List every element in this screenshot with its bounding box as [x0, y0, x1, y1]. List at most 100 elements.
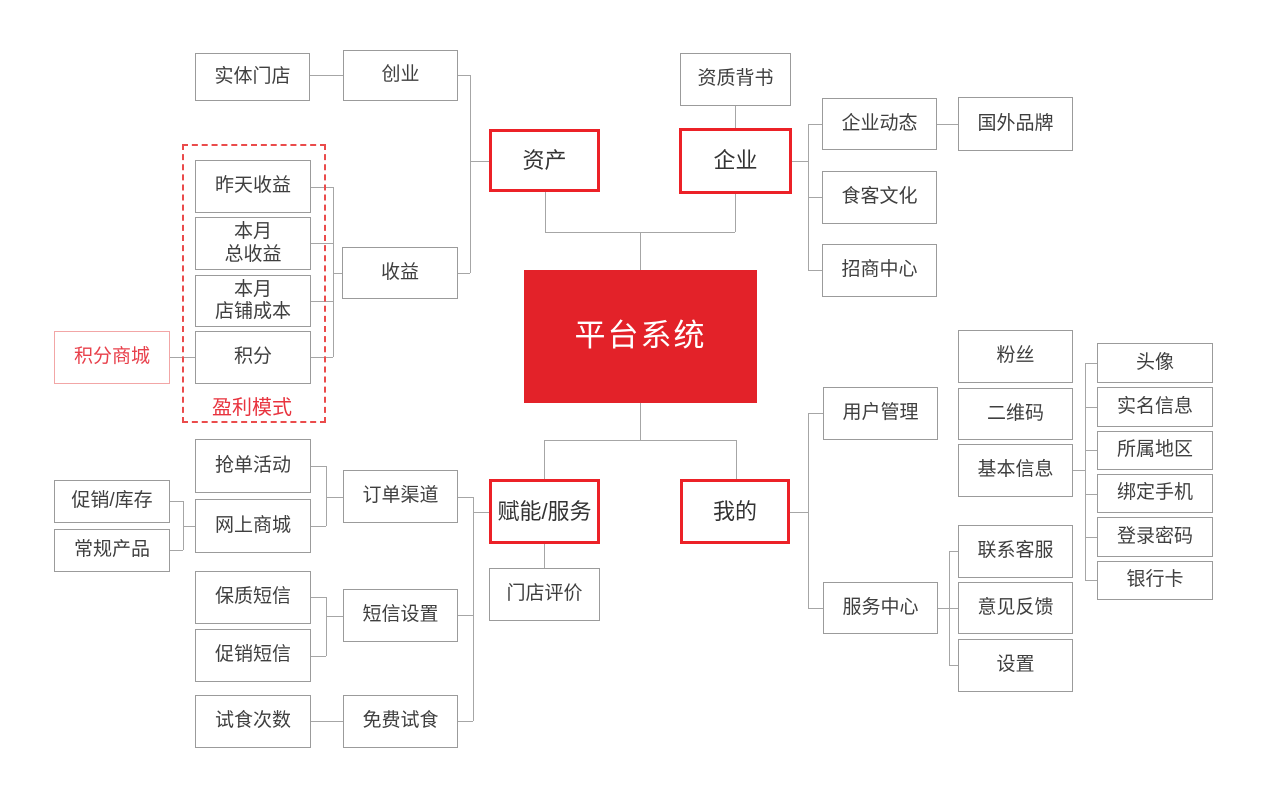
- node-bind-phone: 绑定手机: [1097, 474, 1213, 513]
- node-login-password: 登录密码: [1097, 517, 1213, 557]
- connector: [545, 232, 735, 233]
- connector: [458, 721, 473, 722]
- node-region: 所属地区: [1097, 431, 1213, 470]
- connector: [1085, 580, 1097, 581]
- connector: [311, 357, 333, 358]
- connector: [1085, 363, 1086, 580]
- node-service-center: 服务中心: [823, 582, 938, 634]
- connector: [808, 197, 822, 198]
- node-yesterday-income: 昨天收益: [195, 160, 311, 213]
- node-real-name: 实名信息: [1097, 387, 1213, 427]
- node-physical-store: 实体门店: [195, 53, 310, 101]
- connector: [170, 550, 183, 551]
- node-month-store-cost: 本月 店铺成本: [195, 275, 311, 327]
- connector: [311, 656, 326, 657]
- node-settings: 设置: [958, 639, 1073, 692]
- connector: [792, 161, 808, 162]
- node-points-mall: 积分商城: [54, 331, 170, 384]
- connector: [311, 526, 326, 527]
- node-assets: 资产: [489, 129, 600, 192]
- connector: [1085, 363, 1097, 364]
- connector: [458, 497, 473, 498]
- connector: [1085, 537, 1097, 538]
- node-services: 赋能/服务: [489, 479, 600, 544]
- connector: [473, 497, 474, 721]
- connector: [1085, 450, 1097, 451]
- profit-group-outline: [182, 144, 326, 423]
- connector: [326, 466, 327, 526]
- connector: [311, 466, 326, 467]
- node-grab-orders: 抢单活动: [195, 439, 311, 493]
- connector: [735, 194, 736, 232]
- connector: [1073, 470, 1085, 471]
- node-foreign-brands: 国外品牌: [958, 97, 1073, 151]
- connector: [949, 608, 958, 609]
- connector: [640, 232, 641, 270]
- connector: [311, 243, 333, 244]
- connector: [473, 512, 489, 513]
- node-startup: 创业: [343, 50, 458, 101]
- node-enterprise: 企业: [679, 128, 792, 194]
- connector: [544, 440, 545, 479]
- node-feedback: 意见反馈: [958, 582, 1073, 634]
- connector: [1085, 407, 1097, 408]
- connector: [640, 403, 641, 440]
- connector: [170, 501, 183, 502]
- node-sms-settings: 短信设置: [343, 589, 458, 642]
- connector: [949, 665, 958, 666]
- node-investment-center: 招商中心: [822, 244, 937, 297]
- node-promo-sms: 促销短信: [195, 629, 311, 682]
- node-user-management: 用户管理: [823, 387, 938, 440]
- node-basic-info: 基本信息: [958, 444, 1073, 497]
- node-platform-system: 平台系统: [524, 270, 757, 403]
- node-regular-products: 常规产品: [54, 529, 170, 572]
- connector: [937, 124, 958, 125]
- node-order-channel: 订单渠道: [343, 470, 458, 523]
- connector: [333, 187, 334, 357]
- node-qr-code: 二维码: [958, 388, 1073, 440]
- connector: [458, 273, 470, 274]
- connector: [808, 608, 823, 609]
- connector: [311, 721, 343, 722]
- connector: [735, 106, 736, 128]
- connector: [311, 301, 333, 302]
- connector: [808, 413, 823, 414]
- connector: [458, 75, 470, 76]
- connector: [949, 551, 958, 552]
- node-online-mall: 网上商城: [195, 499, 311, 553]
- node-expiry-sms: 保质短信: [195, 571, 311, 624]
- connector: [790, 512, 808, 513]
- connector: [470, 75, 471, 273]
- connector: [470, 161, 489, 162]
- connector: [736, 440, 737, 479]
- connector: [938, 608, 949, 609]
- connector: [326, 616, 343, 617]
- connector: [808, 124, 822, 125]
- connector: [183, 526, 195, 527]
- connector: [183, 501, 184, 550]
- node-contact-support: 联系客服: [958, 525, 1073, 578]
- connector: [808, 270, 822, 271]
- connector: [310, 75, 343, 76]
- connector: [544, 544, 545, 568]
- connector: [311, 597, 326, 598]
- node-diner-culture: 食客文化: [822, 171, 937, 224]
- node-income: 收益: [342, 247, 458, 299]
- node-tasting-count: 试食次数: [195, 695, 311, 748]
- connector: [458, 615, 473, 616]
- node-month-total-income: 本月 总收益: [195, 217, 311, 270]
- connector: [1085, 494, 1097, 495]
- profit-group-label: 盈利模式: [212, 397, 292, 419]
- connector: [808, 413, 809, 608]
- node-endorsement: 资质背书: [680, 53, 791, 106]
- connector: [311, 187, 333, 188]
- connector: [326, 597, 327, 656]
- node-promo-stock: 促销/库存: [54, 480, 170, 523]
- node-mine: 我的: [680, 479, 790, 544]
- node-fans: 粉丝: [958, 330, 1073, 383]
- node-points: 积分: [195, 331, 311, 384]
- connector: [326, 497, 343, 498]
- node-avatar: 头像: [1097, 343, 1213, 383]
- connector: [333, 273, 342, 274]
